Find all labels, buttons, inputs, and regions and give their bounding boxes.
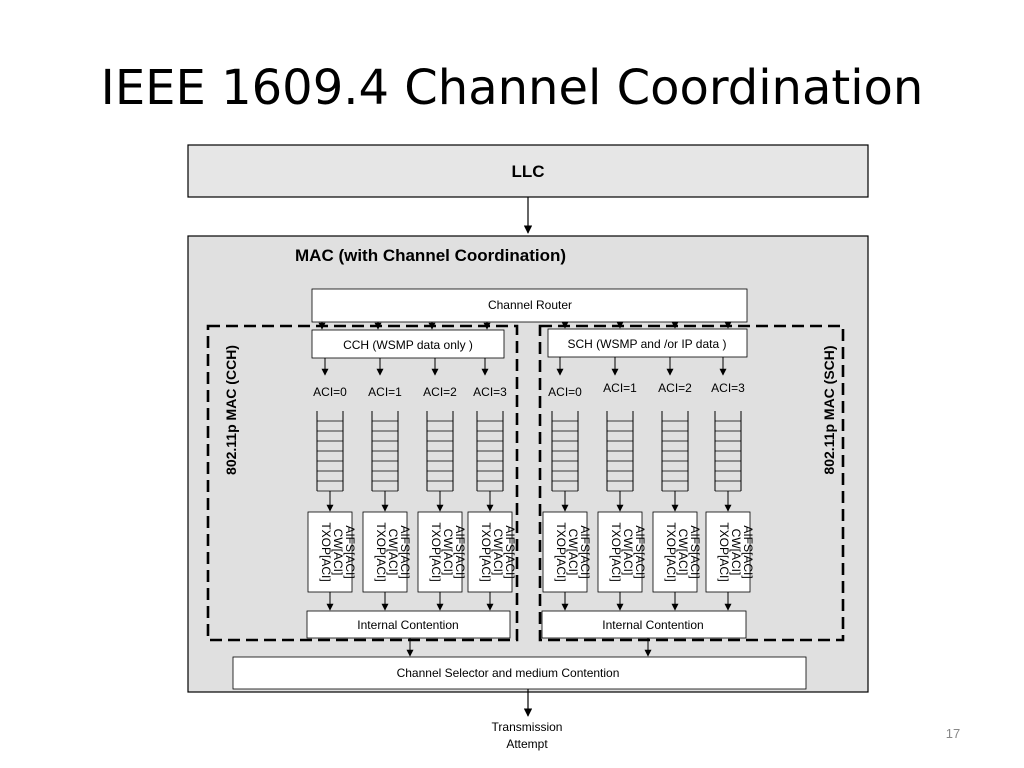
sch-param-2: TXOP[ACI] xyxy=(664,522,678,581)
sch-edca-params-2: AIFS[ACI]CW[ACI]TXOP[ACI] xyxy=(652,511,702,593)
sch-param-0: AIFS[ACI] xyxy=(578,525,592,578)
sch-edca-params-1: AIFS[ACI]CW[ACI]TXOP[ACI] xyxy=(597,511,647,593)
sch-edca-params-3: AIFS[ACI]CW[ACI]TXOP[ACI] xyxy=(705,511,755,593)
sch-param-2: TXOP[ACI] xyxy=(609,522,623,581)
sch-internal-contention: Internal Contention xyxy=(541,610,747,639)
cch-param-1: CW[ACI] xyxy=(386,529,400,576)
cch-param-0: AIFS[ACI] xyxy=(453,525,467,578)
cch-aci-label-2: ACI=2 xyxy=(423,385,457,399)
output-label-line2: Attempt xyxy=(506,737,548,751)
sch-param-2: TXOP[ACI] xyxy=(554,522,568,581)
cch-aci-label-3: ACI=3 xyxy=(473,385,507,399)
sch-side-label: 802.11p MAC (SCH) xyxy=(821,345,837,474)
cch-aci-label-1: ACI=1 xyxy=(368,385,402,399)
cch-internal-contention: Internal Contention xyxy=(306,610,511,639)
cch-edca-params-3: AIFS[ACI]CW[ACI]TXOP[ACI] xyxy=(467,511,517,593)
sch-aci-label-1: ACI=1 xyxy=(603,381,637,395)
sch-aci-label-0: ACI=0 xyxy=(548,385,582,399)
slide-title: IEEE 1609.4 Channel Coordination xyxy=(100,60,924,116)
cch-edca-params-2: AIFS[ACI]CW[ACI]TXOP[ACI] xyxy=(417,511,467,593)
router-arrows xyxy=(318,321,732,330)
cch-contention-label: Internal Contention xyxy=(357,618,458,632)
channel-router-box: Channel Router xyxy=(311,288,748,323)
cch-param-2: TXOP[ACI] xyxy=(319,522,333,581)
cch-queue-stack-3 xyxy=(476,411,504,492)
page-number: 17 xyxy=(946,726,960,741)
mac-title: MAC (with Channel Coordination) xyxy=(295,246,566,265)
sch-aci-label-3: ACI=3 xyxy=(711,381,745,395)
sch-param-1: CW[ACI] xyxy=(729,529,743,576)
cch-header-box: CCH (WSMP data only ) xyxy=(311,329,505,359)
cch-param-2: TXOP[ACI] xyxy=(479,522,493,581)
sch-queue-stack-0 xyxy=(551,411,579,492)
cch-header-label: CCH (WSMP data only ) xyxy=(343,338,473,352)
sch-param-1: CW[ACI] xyxy=(676,529,690,576)
channel-selector-label: Channel Selector and medium Contention xyxy=(397,666,620,680)
cch-param-1: CW[ACI] xyxy=(441,529,455,576)
sch-contention-label: Internal Contention xyxy=(602,618,703,632)
cch-dashed-frame xyxy=(206,324,519,642)
sch-param-0: AIFS[ACI] xyxy=(741,525,755,578)
cch-param-0: AIFS[ACI] xyxy=(503,525,517,578)
cch-edca-params-1: AIFS[ACI]CW[ACI]TXOP[ACI] xyxy=(362,511,412,593)
cch-param-2: TXOP[ACI] xyxy=(374,522,388,581)
cch-param-1: CW[ACI] xyxy=(331,529,345,576)
sch-queue-stack-3 xyxy=(714,411,742,492)
cch-queue-stack-0 xyxy=(316,411,344,492)
output-label-line1: Transmission xyxy=(492,720,563,734)
sch-param-0: AIFS[ACI] xyxy=(633,525,647,578)
sch-aci-label-2: ACI=2 xyxy=(658,381,692,395)
llc-label: LLC xyxy=(511,162,544,181)
sch-param-1: CW[ACI] xyxy=(621,529,635,576)
cch-param-2: TXOP[ACI] xyxy=(429,522,443,581)
sch-header-box: SCH (WSMP and /or IP data ) xyxy=(547,328,748,358)
channel-router-label: Channel Router xyxy=(488,298,572,312)
sch-dashed-frame xyxy=(538,324,845,642)
sch-param-2: TXOP[ACI] xyxy=(717,522,731,581)
cch-param-1: CW[ACI] xyxy=(491,529,505,576)
llc-box: LLC xyxy=(187,144,869,198)
cch-side-label: 802.11p MAC (CCH) xyxy=(223,345,239,475)
sch-queue-stack-2 xyxy=(661,411,689,492)
cch-param-0: AIFS[ACI] xyxy=(343,525,357,578)
sch-edca-params-0: AIFS[ACI]CW[ACI]TXOP[ACI] xyxy=(542,511,592,593)
channel-selector-box: Channel Selector and medium Contention xyxy=(232,656,807,690)
cch-queue-stack-2 xyxy=(426,411,454,492)
cch-edca-params-0: AIFS[ACI]CW[ACI]TXOP[ACI] xyxy=(307,511,357,593)
queue-columns: ACI=0AIFS[ACI]CW[ACI]TXOP[ACI]ACI=1AIFS[… xyxy=(307,357,755,611)
cch-param-0: AIFS[ACI] xyxy=(398,525,412,578)
cch-aci-label-0: ACI=0 xyxy=(313,385,347,399)
sch-param-1: CW[ACI] xyxy=(566,529,580,576)
sch-param-0: AIFS[ACI] xyxy=(688,525,702,578)
sch-header-label: SCH (WSMP and /or IP data ) xyxy=(568,337,727,351)
cch-queue-stack-1 xyxy=(371,411,399,492)
